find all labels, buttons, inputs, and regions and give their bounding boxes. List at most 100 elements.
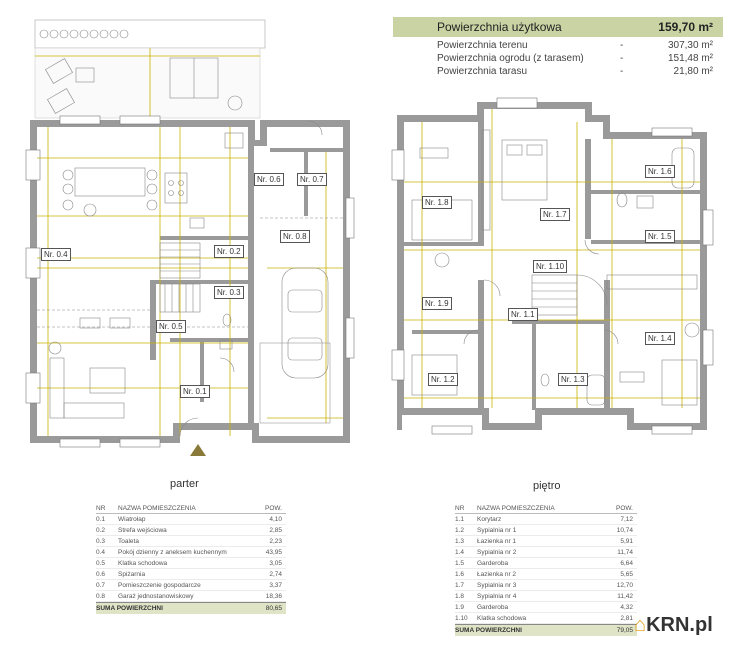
room-tag: Nr. 0.4 [41,248,71,261]
cell-area: 11,42 [617,593,633,600]
ground-floor-title: parter [170,478,199,490]
kitchen-island [164,172,188,204]
cell-nr: 0.5 [96,560,106,567]
cell-nr: 0.8 [96,593,106,600]
summary-label: Powierzchnia ogrodu (z tarasem) [437,53,584,64]
staircase [531,274,608,316]
cell-name: Sypialnia nr 2 [477,549,517,556]
header-name: NAZWA POMIESZCZENIA [477,505,555,512]
room-tag: Nr. 1.3 [558,373,588,386]
desk [619,371,645,383]
cell-area: 7,12 [620,516,633,523]
cell-nr: 1.9 [455,604,465,611]
cell-area: 2,23 [269,538,282,545]
room-tag: Nr. 0.1 [180,385,210,398]
cell-nr: 1.1 [455,516,465,523]
cell-name: Korytarz [477,516,502,523]
room-tag: Nr. 0.6 [254,173,284,186]
toilet [540,373,550,387]
upper-floor-rooms-table: NR NAZWA POMIESZCZENIA POW. 1.1 Korytarz 7… [455,503,637,636]
ground-floor-plan [25,19,355,456]
cell-name: Garderoba [477,604,509,611]
cell-area: 12,70 [616,582,633,589]
room-tag: Nr. 1.1 [508,308,538,321]
cell-nr: 1.5 [455,560,465,567]
plant-icon [227,95,243,111]
cell-area: 5,91 [620,538,633,545]
garden-hedge [34,19,266,49]
cell-name: Łazienka nr 2 [477,571,517,578]
dimension-lines [404,109,700,408]
total-label: SUMA POWIERZCHNI [455,627,522,634]
cell-nr: 1.3 [455,538,465,545]
cell-name: Wiatrołap [118,516,146,523]
summary-row-garden: Powierzchnia ogrodu (z tarasem) - 151,48… [393,53,723,66]
cell-area: 2,85 [269,527,282,534]
total-value: 79,05 [616,627,633,634]
cell-name: Sypialnia nr 3 [477,582,517,589]
usable-area-header: Powierzchnia użytkowa 159,70 m² [393,17,723,37]
lounge-chair [45,58,73,84]
room-tag: Nr. 1.4 [645,332,675,345]
cell-name: Klatka schodowa [118,560,168,567]
table-header: NR NAZWA POMIESZCZENIA POW. [455,503,637,514]
cell-name: Łazienka nr 1 [477,538,517,545]
window-marks [25,115,355,448]
lounge-chair [47,88,75,114]
room-tag: Nr. 1.5 [645,230,675,243]
cell-name: Garaż jednostanowiskowy [118,593,194,600]
summary-dash: - [620,53,624,64]
plant-icon [684,322,700,338]
cell-area: 11,74 [617,549,633,556]
room-tag: Nr. 0.5 [156,320,186,333]
lounge-chair [75,67,95,83]
cell-name: Sypialnia nr 4 [477,593,517,600]
summary-label: Powierzchnia tarasu [437,66,528,77]
upper-floor-plan [391,97,714,435]
dining-table [74,167,146,197]
cell-nr: 1.7 [455,582,465,589]
bed [501,139,548,201]
bed [661,359,698,406]
summary-row-terrace: Powierzchnia tarasu - 21,80 m² [393,66,723,79]
usable-area-value: 159,70 m² [658,20,713,34]
room-tag: Nr. 1.7 [540,208,570,221]
total-value: 80,65 [265,605,282,612]
cell-name: Garderoba [477,560,509,567]
summary-dash: - [620,40,624,51]
entrance-arrow-icon [190,444,206,456]
summary-label: Powierzchnia terenu [437,40,528,51]
summary-value: 21,80 m² [673,66,713,77]
cell-nr: 0.1 [96,516,106,523]
cell-name: Klatka schodowa [477,615,527,622]
header-area: POW. [265,505,282,512]
room-tag: Nr. 1.8 [422,196,452,209]
header-name: NAZWA POMIESZCZENIA [118,505,196,512]
wardrobe [481,129,491,231]
cell-area: 3,37 [269,582,282,589]
summary-dash: - [620,66,624,77]
header-area: POW. [616,505,633,512]
room-tag: Nr. 1.9 [422,297,452,310]
cell-nr: 0.3 [96,538,106,545]
cell-nr: 0.7 [96,582,106,589]
sink [636,195,654,209]
summary-value: 307,30 m² [667,40,713,51]
cell-area: 6,64 [620,560,633,567]
cell-nr: 0.2 [96,527,106,534]
sink [189,217,205,229]
sofa [49,357,65,419]
total-label: SUMA POWIERZCHNI [96,605,163,612]
garage-wall [248,127,254,427]
